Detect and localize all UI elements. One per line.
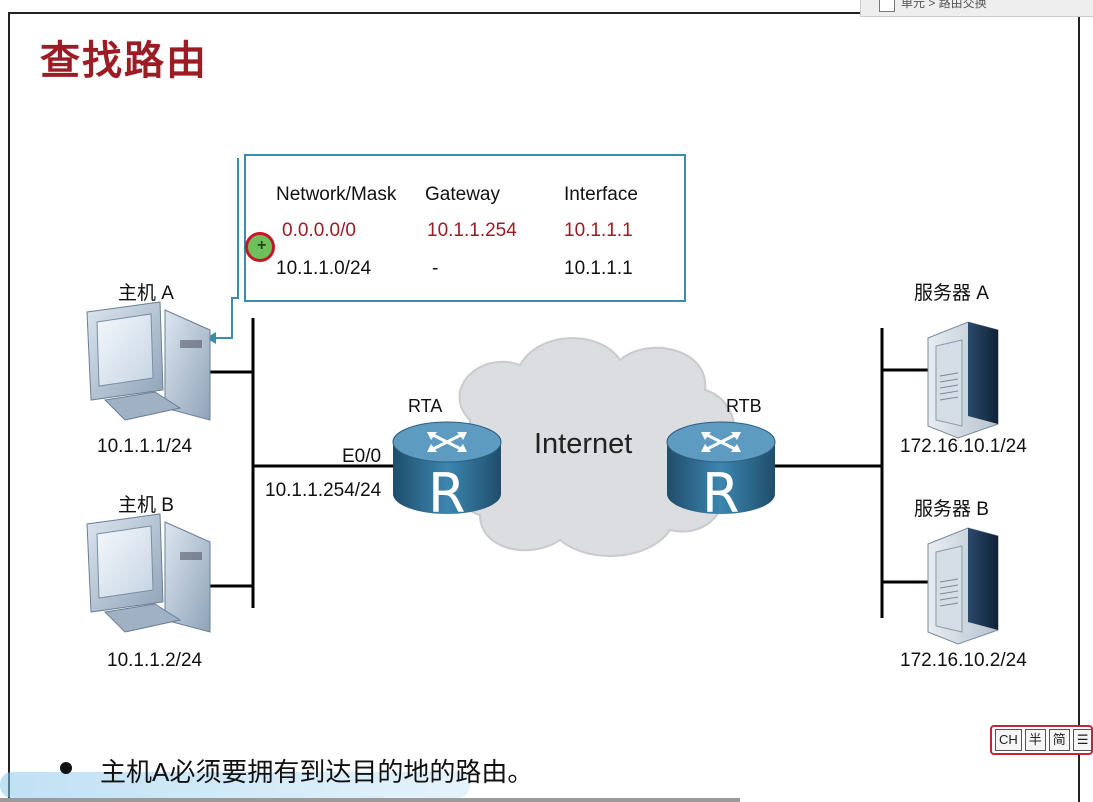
row2-network: 10.1.1.0/24 <box>276 258 372 279</box>
router-rtb-icon[interactable] <box>666 421 776 514</box>
row2-gateway: - <box>432 258 439 279</box>
rta-label: RTA <box>408 396 443 416</box>
ime-toolbar[interactable]: CH 半 简 ☰ <box>990 725 1093 755</box>
slide-border-top <box>8 12 1080 14</box>
lan-bus-left <box>207 318 395 608</box>
host-a-computer-icon[interactable] <box>86 301 211 421</box>
slide-title: 查找路由 <box>40 39 208 83</box>
bullet-text: 主机A必须要拥有到达目的地的路由。 <box>100 757 534 787</box>
host-a-ip: 10.1.1.1/24 <box>97 436 193 457</box>
slide-border-left <box>8 12 10 802</box>
server-a-name: 服务器 A <box>914 283 989 304</box>
server-a-icon[interactable] <box>927 321 999 439</box>
server-a-ip: 172.16.10.1/24 <box>900 436 1027 457</box>
host-b-ip: 10.1.1.2/24 <box>107 650 203 671</box>
header-interface: Interface <box>564 184 638 205</box>
breadcrumb-chip[interactable]: 单元 > 路由交换 <box>860 0 1093 17</box>
rta-interface-ip: 10.1.1.254/24 <box>265 480 382 501</box>
annotation-highlight <box>0 772 470 798</box>
rtb-letter: R <box>702 462 740 525</box>
ime-lang-button[interactable]: CH <box>995 729 1022 751</box>
bullet-dot <box>60 762 72 774</box>
internet-label: Internet <box>534 428 633 460</box>
server-b-icon[interactable] <box>927 527 999 645</box>
rtb-label: RTB <box>726 396 762 416</box>
router-rta-icon[interactable] <box>392 421 502 514</box>
document-icon <box>879 0 895 12</box>
server-b-name: 服务器 B <box>914 499 989 520</box>
slide-border-right <box>1078 12 1080 802</box>
host-a-name: 主机 A <box>118 283 174 304</box>
row1-gateway: 10.1.1.254 <box>427 220 517 241</box>
rta-interface: E0/0 <box>342 446 382 467</box>
route-table-connector <box>206 158 239 344</box>
cursor-highlight-icon: + <box>245 232 275 262</box>
breadcrumb-text: 单元 > 路由交换 <box>901 0 987 10</box>
header-gateway: Gateway <box>425 184 500 205</box>
lan-bus-right <box>772 328 930 618</box>
routing-table: Network/Mask Gateway Interface 0.0.0.0/0… <box>244 154 686 302</box>
header-network: Network/Mask <box>276 184 397 205</box>
ime-width-button[interactable]: 半 <box>1024 729 1046 751</box>
host-b-name: 主机 B <box>118 495 174 516</box>
ime-script-button[interactable]: 简 <box>1048 729 1070 751</box>
row1-interface: 10.1.1.1 <box>564 220 633 241</box>
rta-letter: R <box>428 462 466 525</box>
bottom-scrollbar[interactable] <box>0 798 740 802</box>
ime-menu-icon[interactable]: ☰ <box>1072 729 1093 751</box>
server-b-ip: 172.16.10.2/24 <box>900 650 1027 671</box>
host-b-computer-icon[interactable] <box>86 513 211 633</box>
row1-network: 0.0.0.0/0 <box>282 220 356 241</box>
row2-interface: 10.1.1.1 <box>564 258 633 279</box>
